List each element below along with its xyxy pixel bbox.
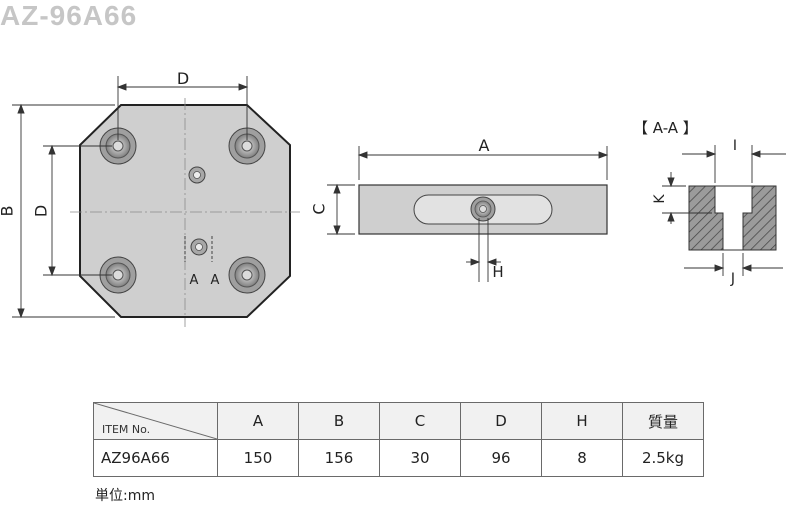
plate-top-view <box>70 98 300 327</box>
technical-drawing: D B D A A A <box>0 69 786 327</box>
table-header-row: ITEM No. A B C D H 質量 <box>93 402 704 440</box>
value-cell: 30 <box>379 439 461 477</box>
dimension-D-top <box>116 76 249 140</box>
small-hole-lower <box>190 238 208 256</box>
diagonal-line <box>94 403 217 439</box>
counterbore-hole-top-right <box>228 127 266 165</box>
table-row: AZ96A66 150 156 30 96 8 2.5kg <box>93 439 704 477</box>
counterbore-hole-bottom-right <box>228 256 266 294</box>
label-B-left: B <box>0 206 17 217</box>
label-H: H <box>492 263 503 281</box>
label-A-left: A <box>190 273 199 288</box>
label-A-right: A <box>211 273 220 288</box>
label-J: J <box>730 271 735 287</box>
spec-table: ITEM No. A B C D H 質量 AZ96A66 150 156 30… <box>93 402 704 477</box>
corner-cell: ITEM No. <box>93 402 218 440</box>
dimension-C <box>327 183 355 236</box>
label-C: C <box>310 203 329 214</box>
value-cell: 156 <box>298 439 380 477</box>
dimension-A-side <box>357 146 609 180</box>
header-cell: D <box>460 402 542 440</box>
label-K: K <box>652 194 668 204</box>
dimension-K <box>662 172 712 224</box>
label-D-left: D <box>32 205 51 217</box>
header-cell: H <box>541 402 623 440</box>
section-line-A-A <box>184 236 213 262</box>
small-hole-upper <box>188 166 206 184</box>
unit-note: 単位:mm <box>95 488 155 504</box>
dimension-B-left <box>12 103 115 319</box>
header-cell: 質量 <box>622 402 704 440</box>
product-title: AZ-96A66 <box>0 0 138 31</box>
section-title: 【 A-A 】 <box>633 119 698 137</box>
value-cell: 150 <box>217 439 299 477</box>
counterbore-hole-bottom-left <box>99 256 137 294</box>
label-D-top: D <box>177 69 189 88</box>
plate-side-view <box>358 184 608 235</box>
item-number-cell: AZ96A66 <box>93 439 218 477</box>
dimension-J <box>684 253 783 276</box>
corner-label: ITEM No. <box>102 423 151 436</box>
dimension-H <box>466 218 501 282</box>
header-cell: A <box>217 402 299 440</box>
value-cell: 2.5kg <box>622 439 704 477</box>
header-cell: C <box>379 402 461 440</box>
value-cell: 96 <box>460 439 542 477</box>
counterbore-hole-top-left <box>99 127 137 165</box>
dimension-D-left <box>43 144 112 277</box>
dimension-I <box>682 145 786 183</box>
header-cell: B <box>298 402 380 440</box>
label-A-side: A <box>479 136 490 155</box>
label-I: I <box>733 138 737 154</box>
value-cell: 8 <box>541 439 623 477</box>
section-A-A-view <box>688 185 777 251</box>
